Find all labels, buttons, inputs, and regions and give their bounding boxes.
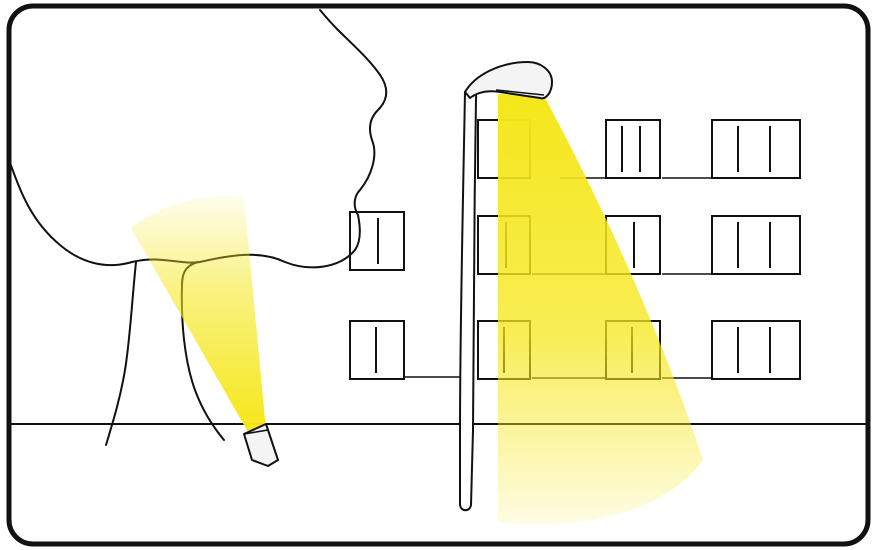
window (712, 321, 800, 379)
window (712, 120, 800, 178)
street-lamp-beam (498, 94, 703, 524)
lamp-pole (460, 90, 476, 510)
lamp-head (465, 62, 552, 98)
tree-trunk-left (106, 262, 136, 445)
window (712, 216, 800, 274)
window (606, 120, 660, 178)
